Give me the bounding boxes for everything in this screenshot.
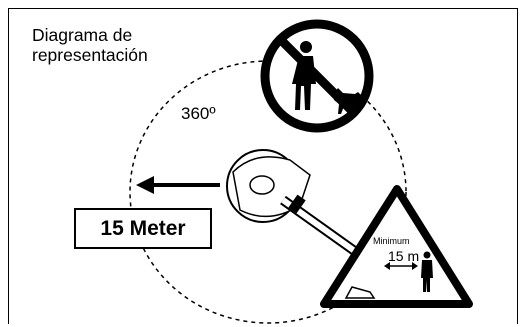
minimum-label: Minimum <box>373 236 410 246</box>
warning-triangle-icon <box>320 185 473 308</box>
brushcutter-icon <box>226 149 373 267</box>
diagram-title-line-1: Diagrama de <box>32 25 133 45</box>
angle-label: 360º <box>181 104 216 123</box>
distance-box-label: 15 Meter <box>100 216 186 240</box>
brushcutter-base-icon <box>344 286 376 299</box>
distance-box: 15 Meter <box>74 208 212 249</box>
no-people-no-animals-sign-icon <box>260 19 374 133</box>
direction-arrow-icon <box>136 176 220 194</box>
minimum-distance-label: 15 m <box>388 248 420 264</box>
diagram-title-line-2: representación <box>32 45 148 65</box>
